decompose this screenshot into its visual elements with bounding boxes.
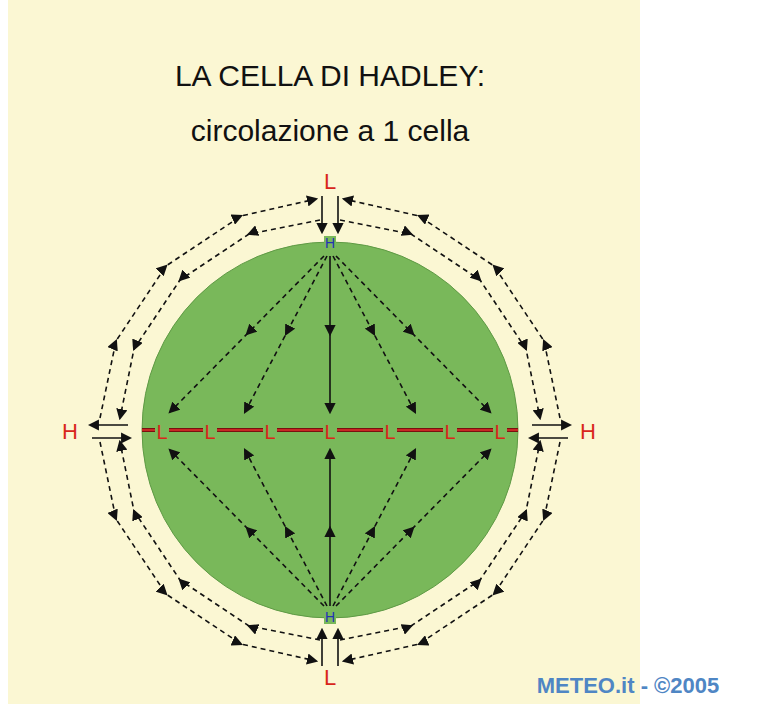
pressure-high-pole: H xyxy=(324,236,336,250)
pressure-high-pole: H xyxy=(324,610,336,624)
pressure-low: L xyxy=(203,422,216,442)
pressure-low: L xyxy=(155,422,168,442)
pressure-low: L xyxy=(443,422,456,442)
pressure-low: L xyxy=(323,422,336,442)
pressure-low: L xyxy=(324,667,336,689)
pressure-high: H xyxy=(62,421,78,443)
pressure-low: L xyxy=(493,422,506,442)
pressure-low: L xyxy=(383,422,396,442)
pressure-high: H xyxy=(580,421,596,443)
watermark: METEO.it - ©2005 xyxy=(537,675,719,697)
pressure-low: L xyxy=(324,171,336,193)
title: LA CELLA DI HADLEY: circolazione a 1 cel… xyxy=(130,48,530,158)
pressure-low: L xyxy=(263,422,276,442)
